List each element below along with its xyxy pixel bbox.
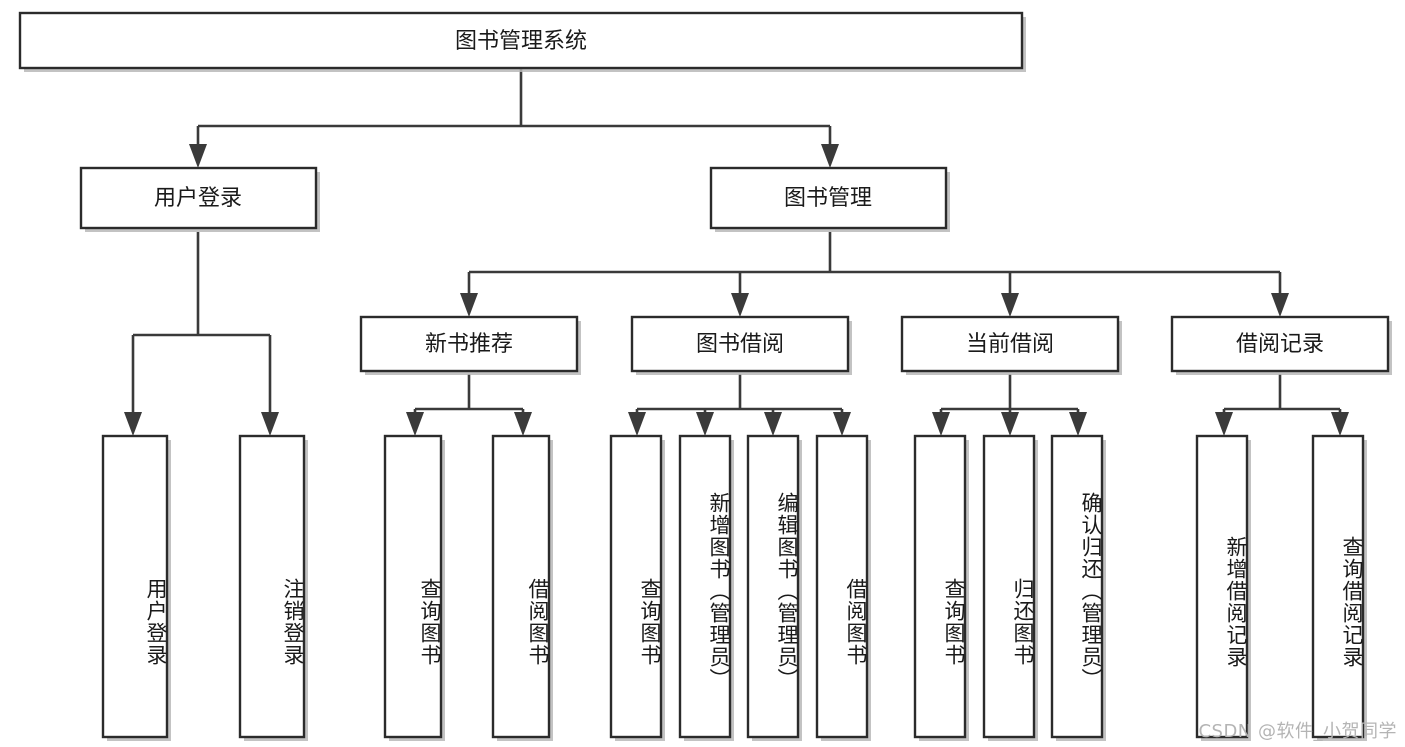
node-borrow-record[interactable]: 借阅记录 (1170, 315, 1392, 375)
arrow-to-leaf-logout-login (261, 412, 279, 436)
leaf-node-layer (101, 434, 1367, 741)
leaf-query-book-1-box[interactable] (383, 434, 443, 739)
leaf-query-borrow-record-box[interactable] (1311, 434, 1365, 739)
user-login-label: 用户登录 (154, 186, 242, 211)
node-book-borrow[interactable]: 图书借阅 (630, 315, 852, 375)
arrow-root-to-book-management (821, 144, 839, 168)
leaf-logout-login-box[interactable] (238, 434, 306, 739)
root-node-label: 图书管理系统 (455, 29, 587, 54)
arrow-root-to-user-login (189, 144, 207, 168)
arrow-to-new-book-recommend (460, 293, 478, 317)
arrow-to-leaf-query-book-1 (406, 412, 424, 436)
csdn-watermark: CSDN @软件_小贺同学 (1198, 721, 1397, 742)
arrow-to-leaf-user-login (124, 412, 142, 436)
arrow-to-leaf-confirm-return-admin (1069, 412, 1087, 436)
leaf-user-login-box[interactable] (101, 434, 169, 739)
book-management-label: 图书管理 (784, 186, 872, 211)
node-root[interactable]: 图书管理系统 (18, 11, 1026, 72)
current-borrow-box[interactable] (900, 315, 1120, 373)
leaf-borrow-book-1-box[interactable] (491, 434, 551, 739)
arrow-to-leaf-borrow-book-1 (514, 412, 532, 436)
leaf-add-book-admin-box[interactable] (678, 434, 732, 739)
leaf-query-book-2-box[interactable] (609, 434, 663, 739)
book-borrow-box[interactable] (630, 315, 850, 373)
root-node-box[interactable] (18, 11, 1024, 70)
node-current-borrow[interactable]: 当前借阅 (900, 315, 1122, 375)
book-management-box[interactable] (709, 166, 948, 230)
arrow-to-leaf-add-borrow-record (1215, 412, 1233, 436)
leaf-confirm-return-admin-box[interactable] (1050, 434, 1104, 739)
arrow-to-current-borrow (1001, 293, 1019, 317)
current-borrow-label: 当前借阅 (966, 332, 1054, 357)
book-borrow-label: 图书借阅 (696, 332, 784, 357)
node-book-management[interactable]: 图书管理 (709, 166, 950, 232)
leaf-add-borrow-record-box[interactable] (1195, 434, 1249, 739)
arrow-to-leaf-query-borrow-record (1331, 412, 1349, 436)
connector-layer (124, 68, 1349, 436)
leaf-query-book-3-box[interactable] (913, 434, 967, 739)
arrow-to-leaf-return-book (1001, 412, 1019, 436)
arrow-to-leaf-edit-book-admin (764, 412, 782, 436)
new-book-recommend-label: 新书推荐 (425, 332, 513, 357)
new-book-recommend-box[interactable] (359, 315, 579, 373)
arrow-to-book-borrow (731, 293, 749, 317)
arrow-to-leaf-borrow-book-2 (833, 412, 851, 436)
node-new-book-recommend[interactable]: 新书推荐 (359, 315, 581, 375)
leaf-edit-book-admin-box[interactable] (746, 434, 800, 739)
leaf-borrow-book-2-box[interactable] (815, 434, 869, 739)
arrow-to-leaf-add-book-admin (696, 412, 714, 436)
user-login-box[interactable] (79, 166, 318, 230)
arrow-to-leaf-query-book-2 (628, 412, 646, 436)
arrow-to-leaf-query-book-3 (932, 412, 950, 436)
borrow-record-box[interactable] (1170, 315, 1390, 373)
node-user-login[interactable]: 用户登录 (79, 166, 320, 232)
arrow-to-borrow-record (1271, 293, 1289, 317)
borrow-record-label: 借阅记录 (1236, 332, 1324, 357)
leaf-return-book-box[interactable] (982, 434, 1036, 739)
